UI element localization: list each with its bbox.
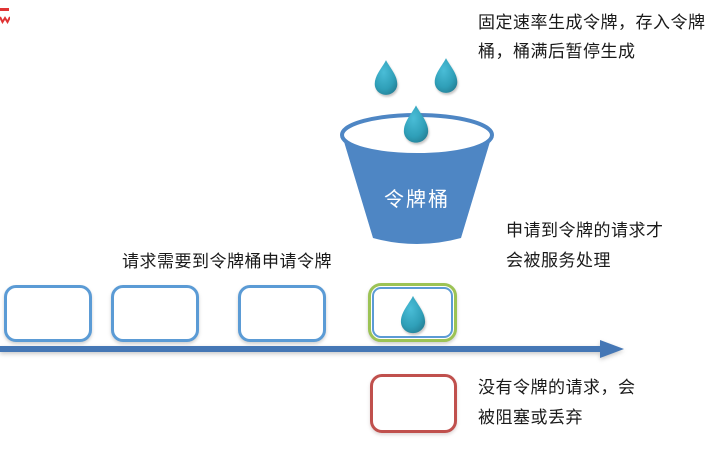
timeline-arrow-icon bbox=[0, 338, 640, 362]
token-bucket-label: 令牌桶 bbox=[384, 187, 450, 211]
rejected-request-note-line1: 没有令牌的请求，会 bbox=[478, 378, 636, 398]
token-generation-note-line2: 桶，桶满后暂停生成 bbox=[478, 42, 636, 62]
request-box-inner-outline bbox=[372, 287, 453, 338]
request-box bbox=[238, 285, 326, 342]
request-box bbox=[4, 285, 92, 342]
rejected-request-box bbox=[370, 374, 457, 433]
token-generation-note: 固定速率生成令牌，存入令牌 桶，桶满后暂停生成 bbox=[478, 9, 706, 67]
water-drop-icon bbox=[433, 57, 459, 94]
granted-request-note: 申请到令牌的请求才 会被服务处理 bbox=[506, 216, 664, 276]
water-drop-icon bbox=[402, 104, 430, 144]
token-generation-note-line1: 固定速率生成令牌，存入令牌 bbox=[478, 13, 706, 33]
rejected-request-note-line2: 被阻塞或丢弃 bbox=[478, 408, 583, 428]
water-drop-icon bbox=[373, 59, 399, 96]
rejected-request-note: 没有令牌的请求，会 被阻塞或丢弃 bbox=[478, 373, 636, 433]
request-flow-note: 请求需要到令牌桶申请令牌 bbox=[122, 252, 332, 272]
water-drop-icon bbox=[399, 295, 427, 334]
granted-request-note-line2: 会被服务处理 bbox=[506, 251, 611, 271]
granted-request-note-line1: 申请到令牌的请求才 bbox=[506, 221, 664, 241]
watermark-fragment-icon bbox=[0, 16, 10, 24]
watermark-fragment-dash bbox=[0, 8, 9, 11]
request-box bbox=[111, 285, 199, 342]
